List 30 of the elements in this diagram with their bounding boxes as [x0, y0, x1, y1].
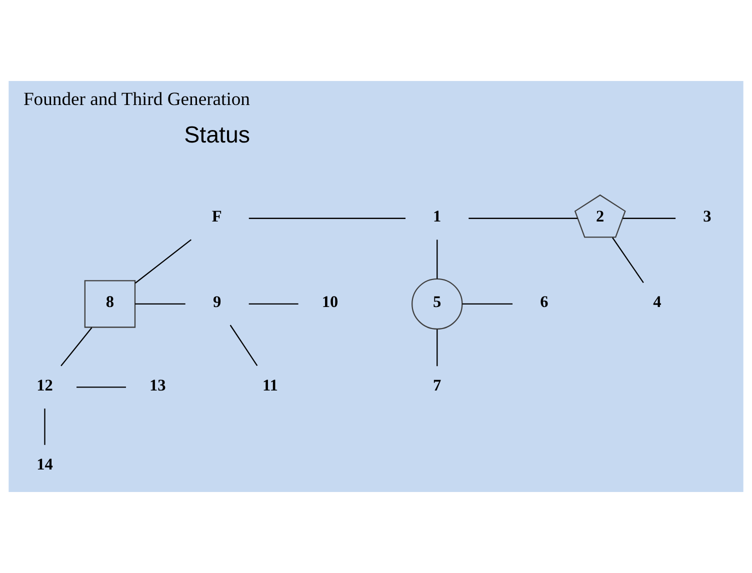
connector: [248, 303, 298, 305]
node-text: 3: [703, 206, 712, 226]
node-text: 1: [433, 206, 442, 226]
connector: [248, 218, 406, 219]
connector: [436, 329, 438, 366]
connector: [60, 327, 92, 366]
node-text: 12: [36, 375, 53, 394]
connector: [230, 324, 258, 366]
connector: [135, 303, 186, 305]
connector: [612, 237, 644, 284]
node-text: F: [212, 206, 222, 226]
node-text: 6: [540, 292, 548, 312]
node-text: 11: [262, 375, 278, 394]
node-text: 10: [322, 292, 338, 312]
node-text: 14: [36, 454, 53, 474]
label: Status: [184, 122, 250, 148]
diagram-title: Founder and Third Generation: [23, 89, 250, 110]
node-text: 9: [212, 292, 222, 312]
node-text: 13: [150, 375, 166, 394]
connector: [468, 218, 578, 219]
node-text: 7: [433, 375, 442, 394]
connector: [76, 386, 126, 388]
connector: [44, 408, 46, 445]
node-circle: 5: [412, 278, 463, 330]
connector: [462, 303, 513, 305]
connector: [622, 218, 676, 219]
connector: [134, 239, 192, 284]
node-box: 8: [84, 280, 136, 328]
connector: [436, 240, 438, 279]
node-text: 4: [653, 292, 662, 312]
